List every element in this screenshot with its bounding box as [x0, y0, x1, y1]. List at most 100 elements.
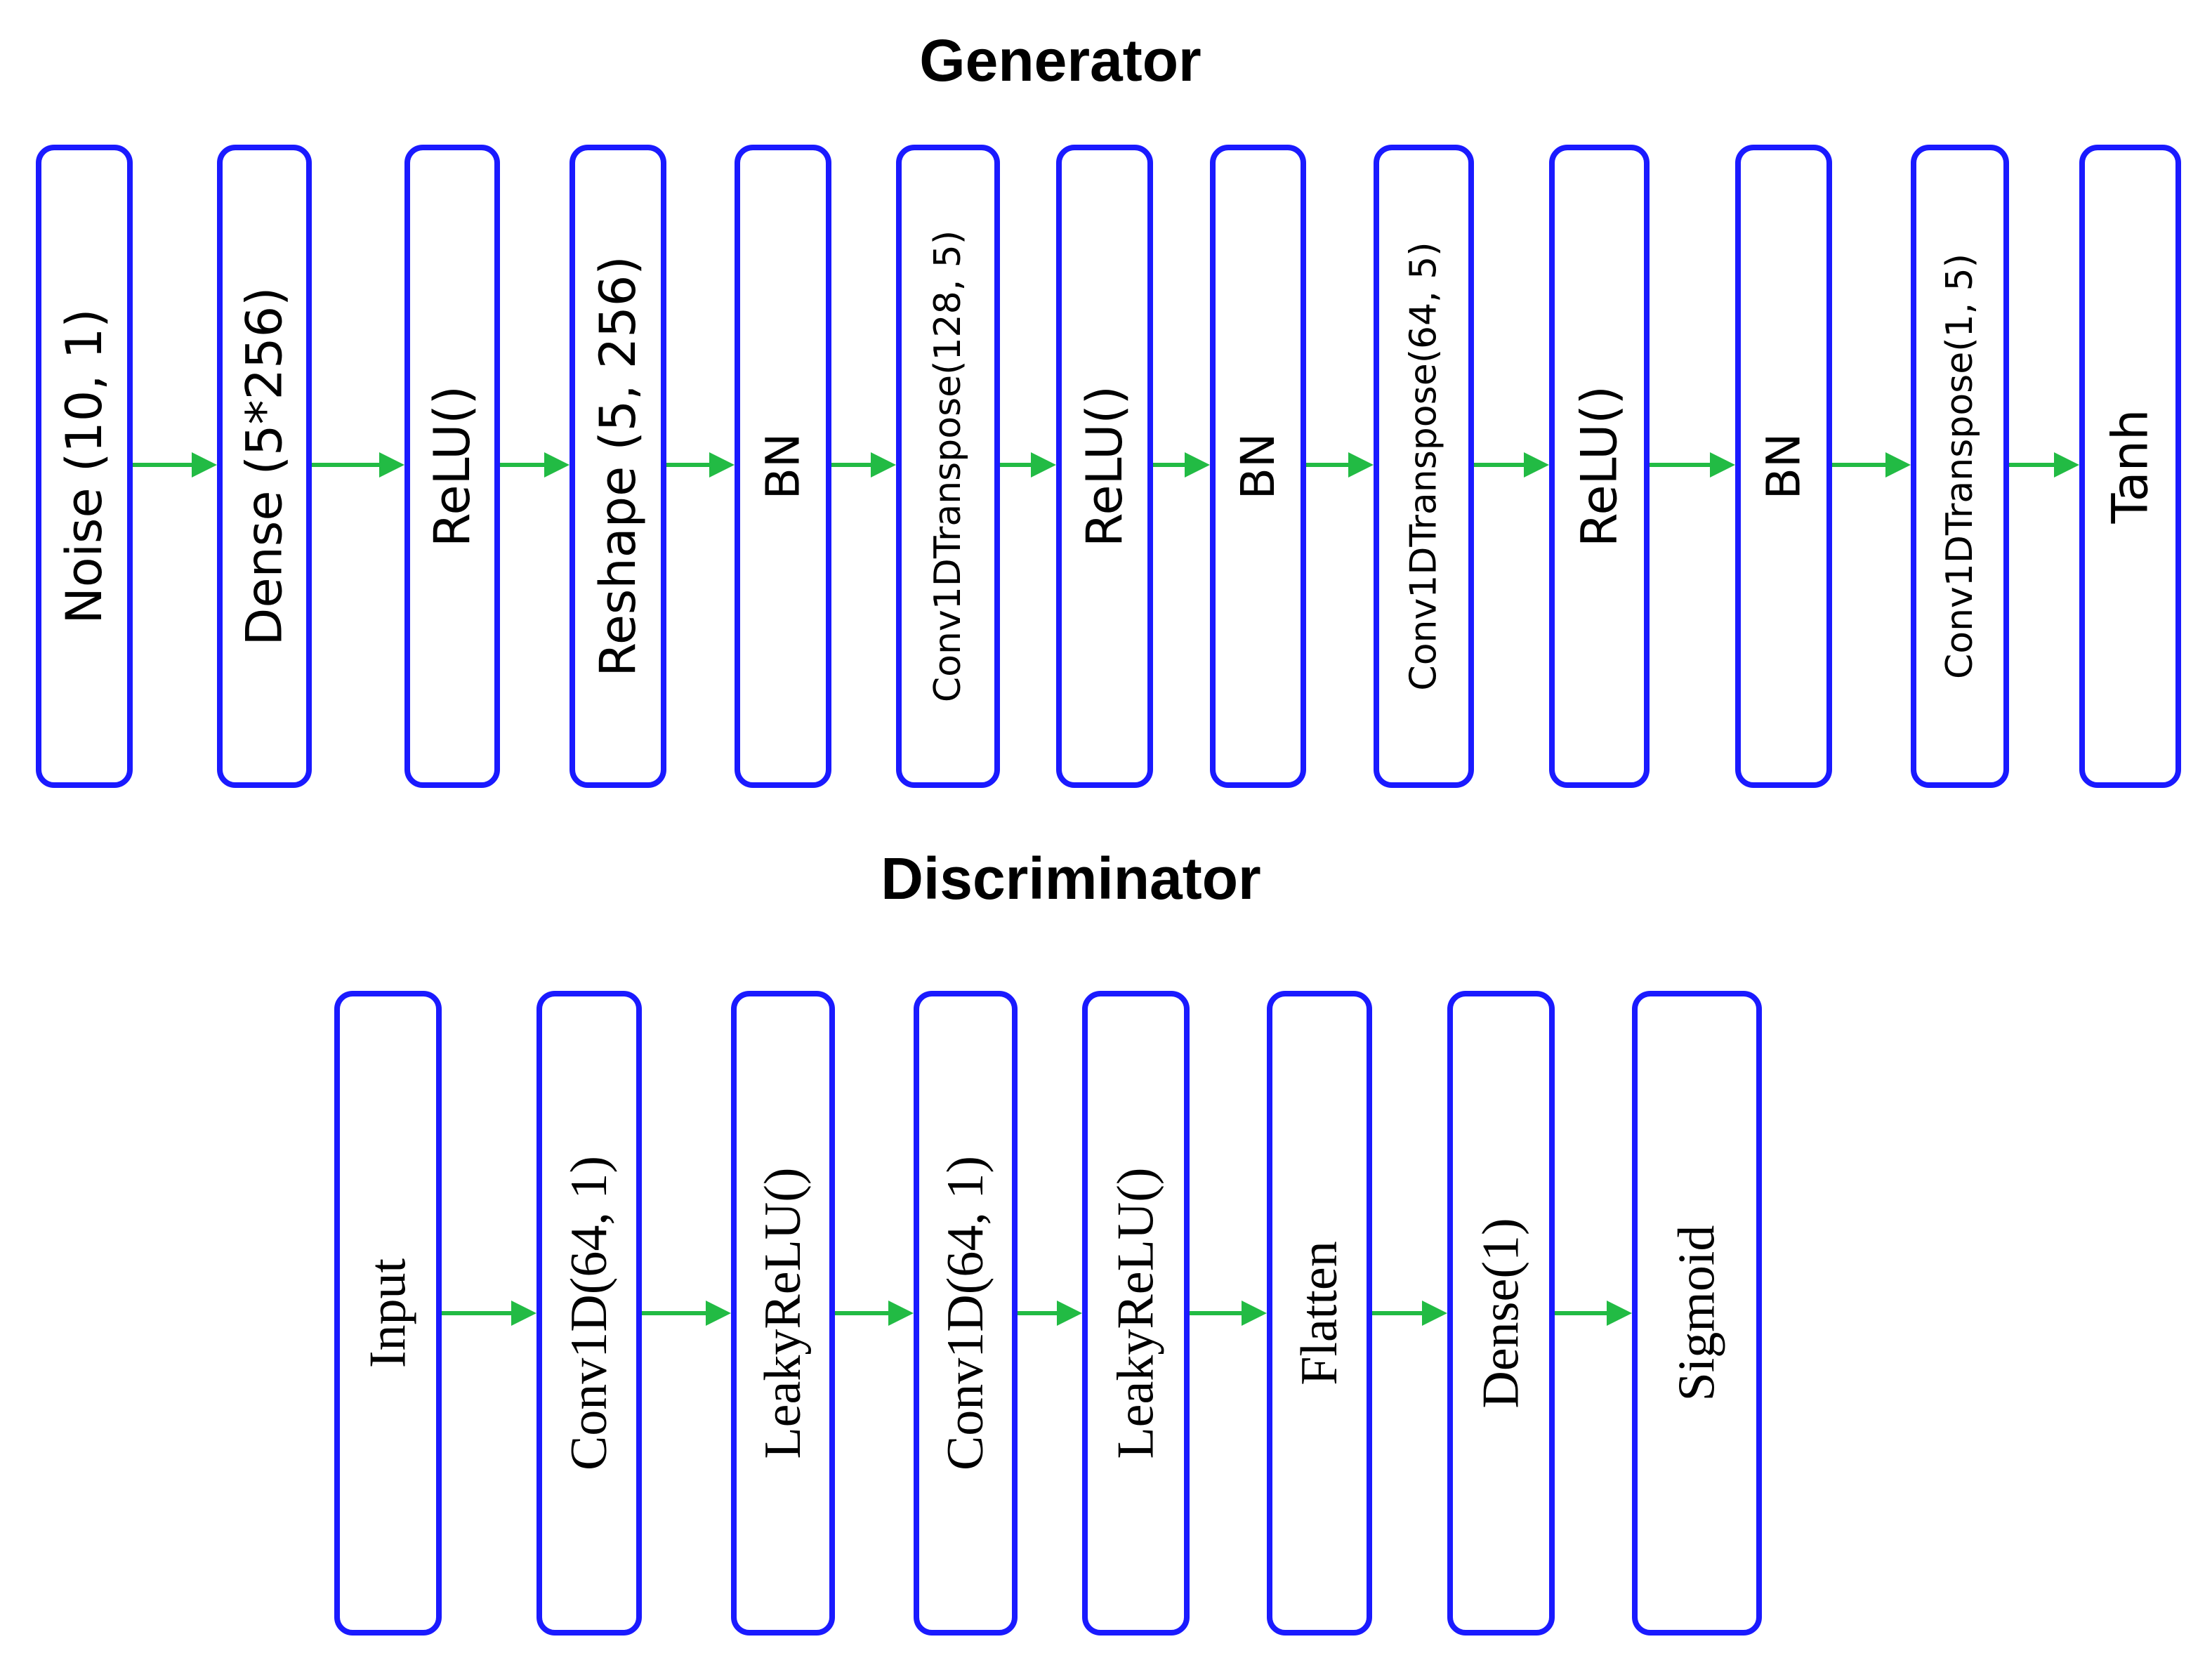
arrow-head — [379, 452, 404, 478]
discriminator-layer-label: Input — [360, 1258, 417, 1368]
generator-layer-label: Reshape (5, 256) — [589, 256, 647, 676]
generator-layer-box — [570, 145, 666, 788]
generator-layer-8: BN — [1210, 145, 1306, 788]
arrow-head — [1710, 452, 1735, 478]
generator-layer-13: Tanh — [2079, 145, 2181, 788]
discriminator-layer-label: Flatten — [1291, 1241, 1348, 1386]
discriminator-arrow-6 — [1372, 1301, 1447, 1326]
arrow-head — [1348, 452, 1374, 478]
generator-layer-box — [404, 145, 500, 788]
generator-layer-box — [1911, 145, 2009, 788]
generator-layer-box — [896, 145, 1000, 788]
generator-layer-box — [1374, 145, 1474, 788]
discriminator-layer-label: Conv1D(64, 1) — [560, 1156, 618, 1470]
arrow-head — [1185, 452, 1210, 478]
discriminator-layer-2: Conv1D(64, 1) — [536, 991, 642, 1636]
arrow-head — [2054, 452, 2079, 478]
generator-layer-label: ReLU() — [1076, 386, 1133, 547]
discriminator-layer-box — [334, 991, 442, 1636]
arrow-head — [1057, 1301, 1082, 1326]
discriminator-layer-box — [1267, 991, 1372, 1636]
arrow-head — [1031, 452, 1056, 478]
generator-layer-9: Conv1DTranspose(64, 5) — [1374, 145, 1474, 788]
discriminator-layer-box — [536, 991, 642, 1636]
generator-layer-10: ReLU() — [1549, 145, 1650, 788]
arrows-layer — [133, 452, 2079, 1326]
discriminator-layer-box — [1632, 991, 1762, 1636]
generator-layer-box — [2079, 145, 2181, 788]
generator-layer-label: Noise (10, 1) — [55, 308, 113, 624]
discriminator-arrow-2 — [642, 1301, 731, 1326]
discriminator-arrow-5 — [1190, 1301, 1267, 1326]
generator-layer-label: ReLU() — [423, 386, 481, 547]
generator-layer-box — [1735, 145, 1832, 788]
arrow-head — [1524, 452, 1549, 478]
generator-layer-label: ReLU() — [1571, 386, 1628, 547]
discriminator-layer-7: Dense(1) — [1447, 991, 1555, 1636]
generator-arrow-6 — [1000, 452, 1056, 478]
discriminator-layer-5: LeakyReLU() — [1082, 991, 1190, 1636]
generator-layer-label: BN — [1757, 433, 1811, 500]
generator-layer-label: Conv1DTranspose(1, 5) — [1939, 254, 1981, 679]
discriminator-arrow-3 — [835, 1301, 914, 1326]
boxes-layer: Noise (10, 1) Dense (5*256) ReLU() Reshape … — [36, 145, 2181, 1636]
generator-layer-label: Dense (5*256) — [236, 287, 294, 646]
generator-arrow-3 — [500, 452, 570, 478]
generator-layer-label: Tanh — [2102, 409, 2159, 525]
discriminator-layer-label: Conv1D(64, 1) — [937, 1156, 994, 1470]
arrow-head — [192, 452, 217, 478]
discriminator-layer-box — [1082, 991, 1190, 1636]
generator-layer-box — [735, 145, 831, 788]
discriminator-layer-8: Sigmoid — [1632, 991, 1762, 1636]
generator-layer-7: ReLU() — [1056, 145, 1153, 788]
generator-arrow-4 — [666, 452, 735, 478]
discriminator-arrow-1 — [442, 1301, 536, 1326]
discriminator-arrow-7 — [1555, 1301, 1632, 1326]
arrow-head — [544, 452, 570, 478]
discriminator-layer-box — [914, 991, 1018, 1636]
discriminator-arrow-4 — [1018, 1301, 1082, 1326]
generator-layer-label: Conv1DTranspose(128, 5) — [927, 230, 969, 702]
generator-arrow-1 — [133, 452, 217, 478]
arrow-head — [888, 1301, 914, 1326]
generator-layer-box — [1549, 145, 1650, 788]
discriminator-layer-box — [1447, 991, 1555, 1636]
generator-layer-3: ReLU() — [404, 145, 500, 788]
arrow-head — [1885, 452, 1911, 478]
discriminator-layer-1: Input — [334, 991, 442, 1636]
discriminator-layer-label: LeakyReLU() — [1107, 1167, 1165, 1459]
generator-layer-11: BN — [1735, 145, 1832, 788]
generator-arrow-5 — [831, 452, 896, 478]
generator-layer-box — [1056, 145, 1153, 788]
generator-layer-box — [1210, 145, 1306, 788]
generator-layer-4: Reshape (5, 256) — [570, 145, 666, 788]
arrow-head — [709, 452, 735, 478]
generator-arrow-8 — [1306, 452, 1374, 478]
discriminator-layer-label: Sigmoid — [1668, 1225, 1726, 1402]
discriminator-layer-label: LeakyReLU() — [754, 1167, 812, 1459]
arrow-head — [706, 1301, 731, 1326]
generator-layer-label: BN — [1231, 433, 1285, 500]
arrow-head — [511, 1301, 536, 1326]
generator-layer-12: Conv1DTranspose(1, 5) — [1911, 145, 2009, 788]
discriminator-layer-box — [731, 991, 835, 1636]
generator-layer-box — [217, 145, 312, 788]
arrow-head — [1242, 1301, 1267, 1326]
generator-layer-label: BN — [756, 433, 810, 500]
discriminator-layer-label: Dense(1) — [1473, 1218, 1530, 1408]
generator-layer-2: Dense (5*256) — [217, 145, 312, 788]
generator-arrow-9 — [1474, 452, 1549, 478]
generator-layer-6: Conv1DTranspose(128, 5) — [896, 145, 1000, 788]
generator-arrow-12 — [2009, 452, 2079, 478]
discriminator-layer-3: LeakyReLU() — [731, 991, 835, 1636]
generator-title: Generator — [919, 27, 1201, 93]
discriminator-title: Discriminator — [881, 845, 1261, 912]
generator-layer-label: Conv1DTranspose(64, 5) — [1403, 242, 1445, 690]
discriminator-layer-4: Conv1D(64, 1) — [914, 991, 1018, 1636]
arrow-head — [871, 452, 896, 478]
generator-layer-5: BN — [735, 145, 831, 788]
generator-arrow-7 — [1153, 452, 1210, 478]
generator-layer-box — [36, 145, 133, 788]
arrow-head — [1422, 1301, 1447, 1326]
